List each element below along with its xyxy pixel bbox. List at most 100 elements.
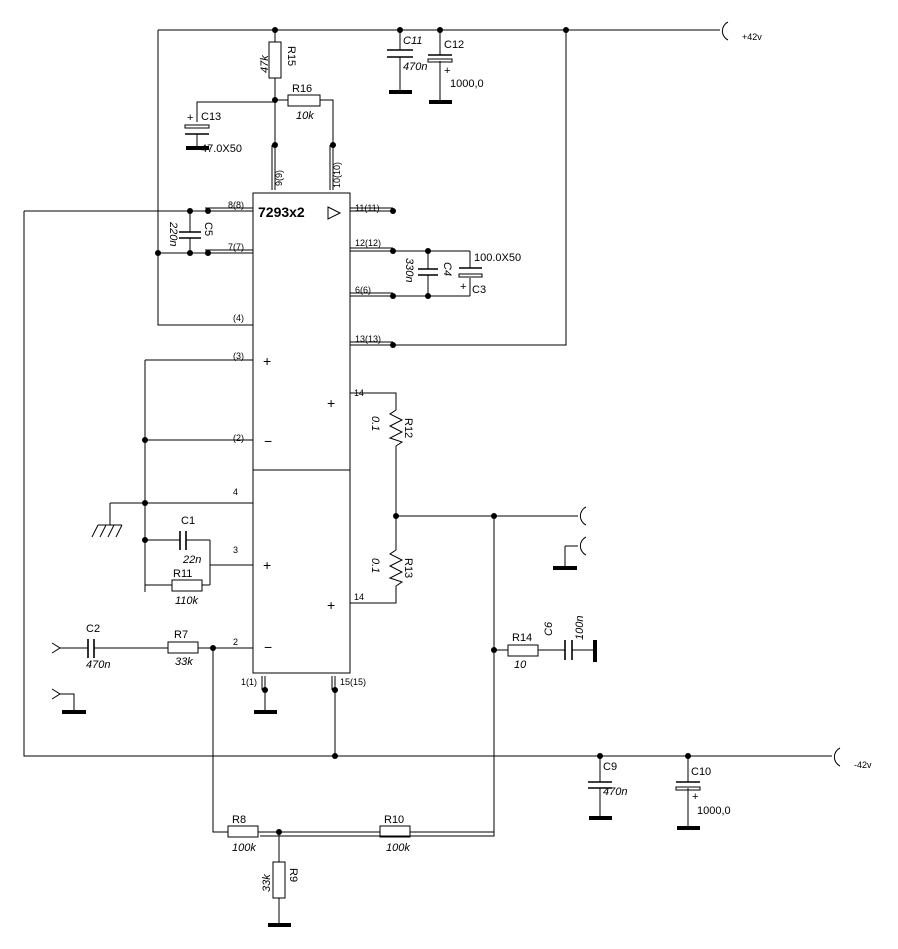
svg-text:33k: 33k bbox=[175, 656, 193, 668]
svg-text:0.1: 0.1 bbox=[369, 416, 381, 431]
svg-text:0.1: 0.1 bbox=[369, 558, 381, 573]
svg-text:R11: R11 bbox=[173, 568, 192, 580]
pin-labels: 8(8) 7(7) (4) (3) (2) 9(9) 10(10) 11(11)… bbox=[228, 162, 381, 687]
junction-dots bbox=[142, 27, 691, 835]
pin-12: 12(12) bbox=[355, 238, 381, 248]
svg-text:330n: 330n bbox=[403, 258, 415, 282]
svg-text:1000,0: 1000,0 bbox=[450, 78, 484, 90]
svg-text:470n: 470n bbox=[403, 61, 427, 73]
minus-sign: − bbox=[264, 433, 272, 449]
svg-text:100.0X50: 100.0X50 bbox=[474, 252, 521, 264]
pin-14-lower: 14 bbox=[354, 592, 364, 602]
svg-text:+: + bbox=[692, 791, 698, 803]
svg-text:470n: 470n bbox=[86, 659, 110, 671]
svg-text:R8: R8 bbox=[232, 814, 246, 826]
negative-rail-label: -42v bbox=[854, 760, 872, 770]
connector-icon bbox=[579, 536, 587, 556]
svg-text:47.0X50: 47.0X50 bbox=[201, 143, 242, 155]
svg-text:22n: 22n bbox=[182, 554, 201, 566]
chassis-ground-icon bbox=[91, 524, 123, 538]
pin-4-upper: (4) bbox=[233, 313, 244, 323]
svg-text:C13: C13 bbox=[201, 111, 221, 123]
connectors: +42v -42v bbox=[51, 21, 872, 770]
svg-text:C11: C11 bbox=[403, 35, 422, 47]
chip-name: 7293x2 bbox=[258, 204, 305, 220]
resistor-r10 bbox=[379, 825, 411, 838]
svg-text:220n: 220n bbox=[167, 221, 179, 246]
pin-4-lower: 4 bbox=[233, 487, 238, 497]
svg-text:R14: R14 bbox=[512, 632, 532, 644]
positive-rail-label: +42v bbox=[742, 32, 762, 42]
capacitor-c13 bbox=[184, 124, 210, 129]
amplifier-chip: 7293x2 + − + + − + bbox=[252, 192, 351, 674]
resistor-r8 bbox=[227, 825, 259, 838]
svg-text:R9: R9 bbox=[287, 868, 299, 882]
pin-3-lower: 3 bbox=[233, 545, 238, 555]
svg-text:C4: C4 bbox=[441, 262, 453, 276]
buffer-icon bbox=[327, 206, 342, 220]
resistor-r9 bbox=[272, 861, 286, 899]
pin-15: 15(15) bbox=[340, 677, 366, 687]
svg-text:R10: R10 bbox=[384, 814, 404, 826]
pin-9: 9(9) bbox=[274, 170, 284, 186]
svg-text:R12: R12 bbox=[402, 418, 414, 438]
svg-text:10: 10 bbox=[514, 659, 527, 671]
ground-symbols bbox=[62, 90, 700, 927]
pin-8: 8(8) bbox=[228, 200, 244, 210]
resistor-r11 bbox=[171, 579, 203, 592]
resistor-r16 bbox=[287, 94, 321, 107]
svg-text:100k: 100k bbox=[386, 842, 410, 854]
resistors: R15 47k R16 10k R12 0.1 R13 0.1 R11 110k… bbox=[167, 41, 539, 899]
svg-text:10k: 10k bbox=[296, 110, 314, 122]
plus-sign: + bbox=[327, 597, 335, 613]
pin-14-upper: 14 bbox=[354, 388, 364, 398]
pin-1: 1(1) bbox=[241, 677, 257, 687]
svg-text:+: + bbox=[460, 281, 466, 293]
svg-text:47k: 47k bbox=[259, 55, 271, 73]
pin-2-upper: (2) bbox=[233, 433, 244, 443]
pin-13: 13(13) bbox=[355, 334, 381, 344]
pin-11: 11(11) bbox=[355, 203, 380, 213]
connector-icon bbox=[833, 747, 841, 767]
svg-text:33k: 33k bbox=[261, 874, 273, 892]
minus-sign: − bbox=[264, 639, 272, 655]
svg-text:110k: 110k bbox=[175, 595, 199, 607]
svg-text:C1: C1 bbox=[181, 515, 195, 527]
svg-text:C9: C9 bbox=[603, 761, 617, 773]
resistor-r15 bbox=[268, 41, 282, 79]
input-connector-icon bbox=[51, 688, 61, 700]
svg-text:+: + bbox=[187, 112, 193, 124]
svg-text:470n: 470n bbox=[603, 786, 627, 798]
svg-text:R7: R7 bbox=[174, 629, 188, 641]
pin-6: 6(6) bbox=[355, 285, 371, 295]
plus-sign: + bbox=[263, 557, 271, 573]
svg-text:R15: R15 bbox=[285, 46, 297, 66]
svg-text:C10: C10 bbox=[691, 766, 711, 778]
svg-text:C6: C6 bbox=[543, 621, 555, 636]
svg-text:+: + bbox=[444, 65, 450, 77]
pin-2-lower: 2 bbox=[233, 637, 238, 647]
connector-icon bbox=[721, 21, 729, 41]
svg-text:100k: 100k bbox=[232, 842, 256, 854]
pin-10: 10(10) bbox=[332, 162, 342, 188]
capacitors: C11 470n C12 + 1000,0 + C13 47.0X50 C5 2… bbox=[86, 35, 731, 817]
connector-icon bbox=[579, 506, 587, 526]
svg-text:C3: C3 bbox=[472, 284, 486, 296]
svg-text:R13: R13 bbox=[402, 558, 414, 578]
input-connector-icon bbox=[51, 642, 61, 654]
svg-text:C2: C2 bbox=[86, 623, 100, 635]
plus-sign: + bbox=[327, 395, 335, 411]
wires bbox=[23, 29, 832, 925]
resistor-r12 bbox=[388, 409, 404, 447]
resistor-r7 bbox=[167, 641, 199, 654]
pin-3-upper: (3) bbox=[233, 351, 244, 361]
svg-text:C12: C12 bbox=[444, 39, 464, 51]
plus-sign: + bbox=[263, 353, 271, 369]
svg-text:C5: C5 bbox=[202, 222, 214, 236]
svg-text:100n: 100n bbox=[574, 616, 586, 640]
svg-text:R16: R16 bbox=[292, 83, 312, 95]
pin-7: 7(7) bbox=[228, 242, 244, 252]
svg-text:1000,0: 1000,0 bbox=[697, 805, 731, 817]
resistor-r13 bbox=[388, 549, 404, 587]
